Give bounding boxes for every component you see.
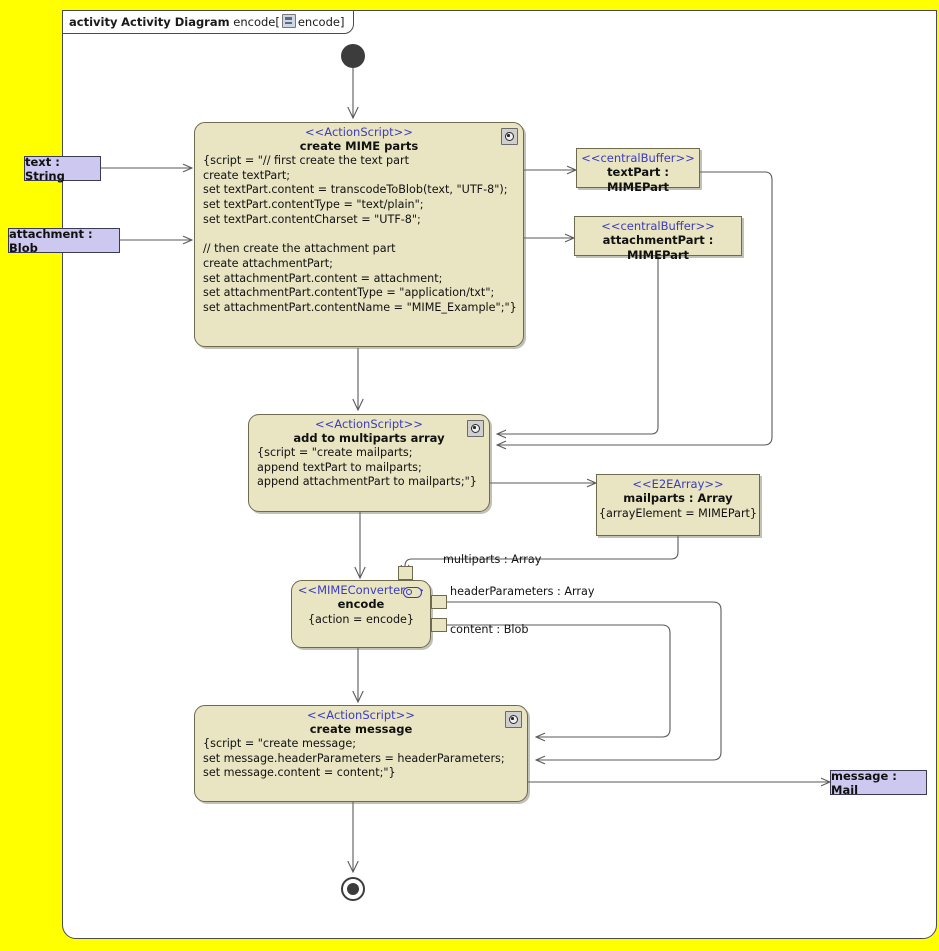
gear-icon <box>501 128 518 145</box>
action-encode[interactable]: <<MIMEConverter>> encode {action = encod… <box>291 580 431 648</box>
central-buffer-attachment-part-name: attachmentPart : MIMEPart <box>602 233 714 262</box>
initial-node[interactable] <box>341 44 365 68</box>
frame-param: encode <box>297 15 340 29</box>
call-behavior-icon <box>403 587 422 598</box>
object-node-mailparts-body: {arrayElement = MIMEPart} <box>598 507 758 520</box>
parameter-attachment-label: attachment : Blob <box>9 226 93 255</box>
object-node-mailparts-name: mailparts : Array <box>623 491 733 505</box>
diagram-frame-title: activity Activity Diagram encode[ encode] <box>62 10 355 34</box>
parameter-node-message[interactable]: message : Mail <box>830 768 927 797</box>
central-buffer-text-part[interactable]: <<centralBuffer>> textPart : MIMEPart <box>576 148 700 194</box>
action-add-to-multiparts-array[interactable]: <<ActionScript>> add to multiparts array… <box>248 414 490 512</box>
action-create-message-stereotype: <<ActionScript>> <box>307 708 415 722</box>
central-buffer-text-part-stereotype: <<centralBuffer>> <box>581 151 695 165</box>
action-create-mime-parts-name: create MIME parts <box>299 139 419 153</box>
action-create-message[interactable]: <<ActionScript>> create message {script … <box>194 705 528 802</box>
frame-title: Activity Diagram <box>121 15 230 29</box>
gear-icon <box>467 420 484 437</box>
activity-diagram-icon <box>281 14 296 28</box>
action-create-mime-parts-stereotype: <<ActionScript>> <box>305 125 413 139</box>
output-pin-header-parameters-label: headerParameters : Array <box>450 585 595 598</box>
parameter-text-label: text : String <box>25 154 65 183</box>
frame-close: ] <box>339 15 345 29</box>
output-pin-content-label: content : Blob <box>450 623 529 636</box>
action-encode-stereotype: <<MIMEConverter>> <box>297 583 425 597</box>
parameter-node-attachment[interactable]: attachment : Blob <box>8 226 120 255</box>
action-create-mime-parts-script: {script = "// first create the text part… <box>203 154 517 315</box>
action-create-message-name: create message <box>309 722 413 736</box>
action-encode-body: {action = encode} <box>307 613 415 626</box>
action-add-to-multiparts-stereotype: <<ActionScript>> <box>315 417 423 431</box>
action-create-message-script: {script = "create message; set message.h… <box>203 737 505 780</box>
central-buffer-text-part-name: textPart : MIMEPart <box>606 165 670 194</box>
action-create-mime-parts[interactable]: <<ActionScript>> create MIME parts {scri… <box>194 122 524 347</box>
action-add-to-multiparts-name: add to multiparts array <box>293 431 445 445</box>
activity-final-node[interactable] <box>341 877 365 901</box>
input-pin-multiparts[interactable] <box>398 566 413 580</box>
parameter-message-label: message : Mail <box>831 768 897 797</box>
object-node-mailparts-stereotype: <<E2EArray>> <box>632 477 724 491</box>
object-node-mailparts[interactable]: <<E2EArray>> mailparts : Array {arrayEle… <box>596 474 760 536</box>
input-pin-multiparts-label: multiparts : Array <box>443 553 542 566</box>
central-buffer-attachment-part[interactable]: <<centralBuffer>> attachmentPart : MIMEP… <box>574 216 742 262</box>
action-encode-name: encode <box>337 597 385 611</box>
central-buffer-attachment-part-stereotype: <<centralBuffer>> <box>601 219 715 233</box>
frame-name: encode[ <box>233 15 280 29</box>
output-pin-header-parameters[interactable] <box>431 595 447 609</box>
action-add-to-multiparts-script: {script = "create mailparts; append text… <box>257 446 477 489</box>
frame-keyword: activity <box>69 15 118 29</box>
gear-icon <box>505 711 522 728</box>
output-pin-content[interactable] <box>431 618 447 632</box>
parameter-node-text[interactable]: text : String <box>24 154 101 183</box>
